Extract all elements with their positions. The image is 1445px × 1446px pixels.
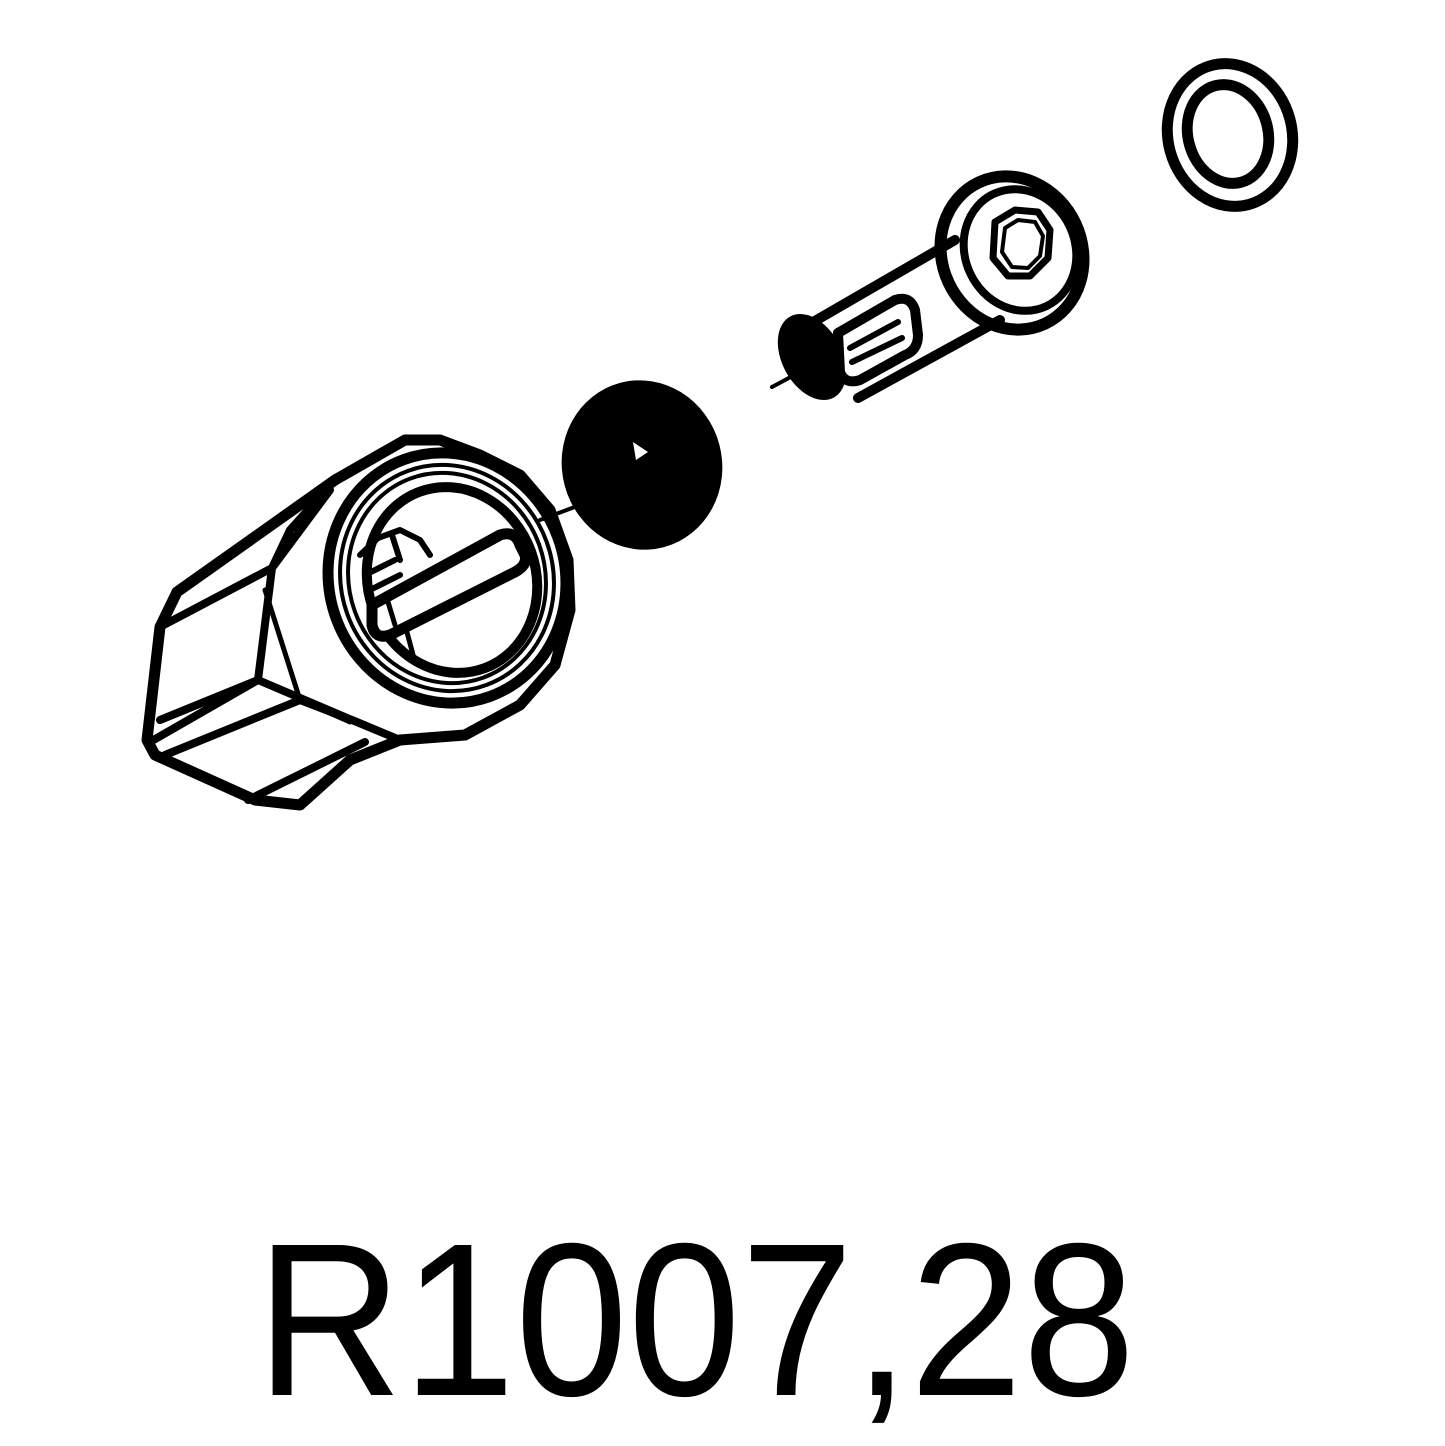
hex-body-part (141, 434, 576, 811)
seal-disc-part (561, 380, 723, 550)
spindle-cartridge-part (777, 170, 1090, 403)
o-ring-part (1161, 58, 1299, 212)
part-number-label: R1007,28 (256, 1199, 1136, 1442)
